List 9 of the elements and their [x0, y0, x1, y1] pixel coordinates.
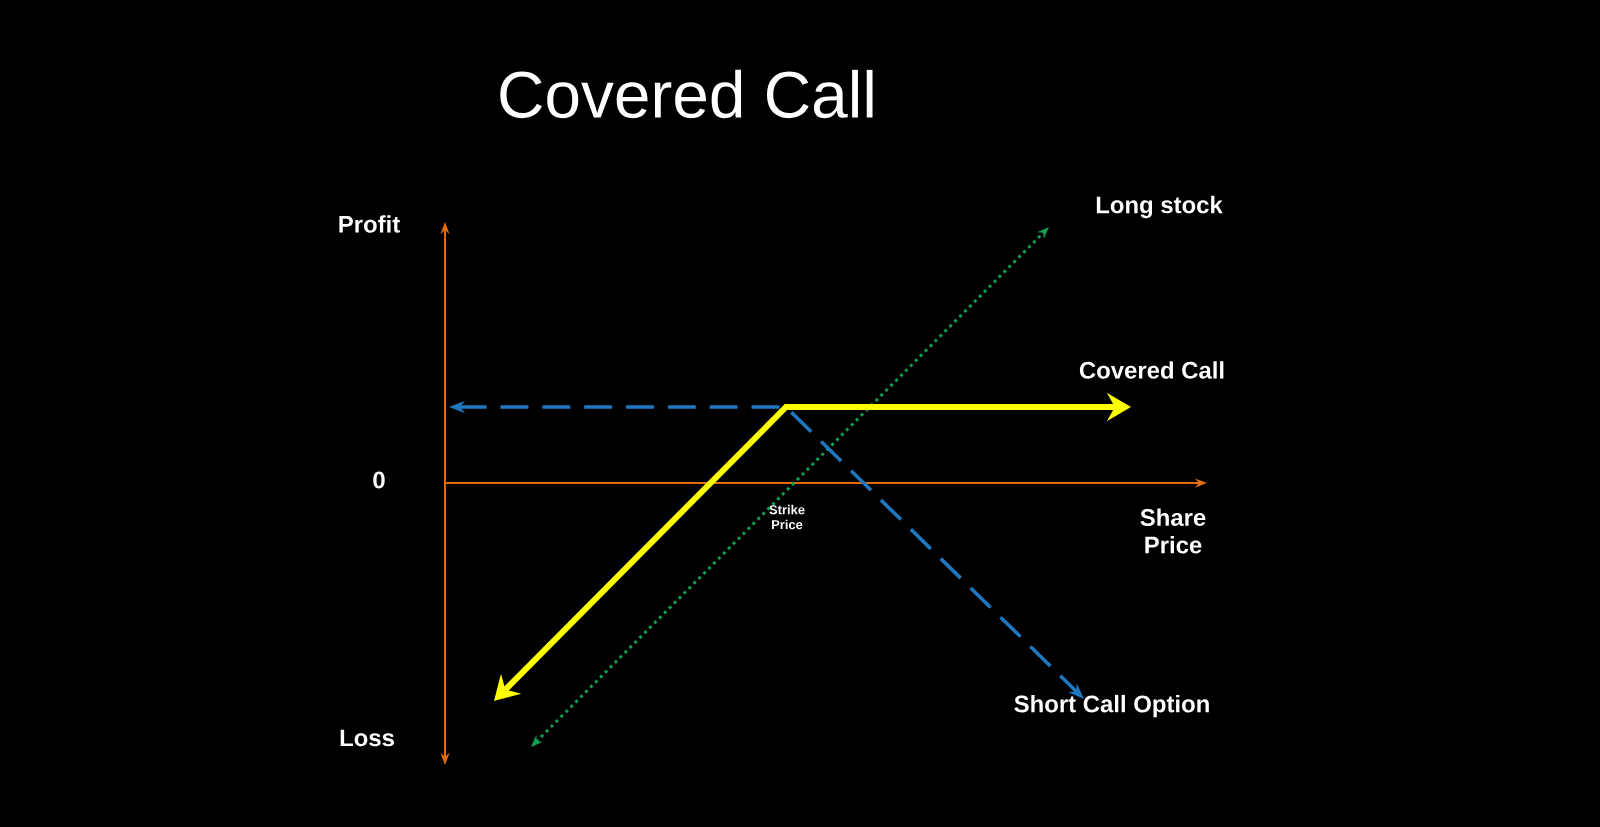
axis-label: Long stock [1096, 195, 1223, 219]
title: Covered Call [500, 69, 873, 119]
axis-label: Covered Call [1079, 361, 1224, 379]
axis-label: Profit [339, 215, 400, 233]
axis-label: Share Price [1140, 508, 1206, 554]
axis-label: Strike Price [769, 504, 805, 530]
axis-label: Loss [340, 729, 394, 747]
axis-label: Short Call Option [1014, 694, 1209, 718]
axis-label: 0 [373, 471, 385, 489]
